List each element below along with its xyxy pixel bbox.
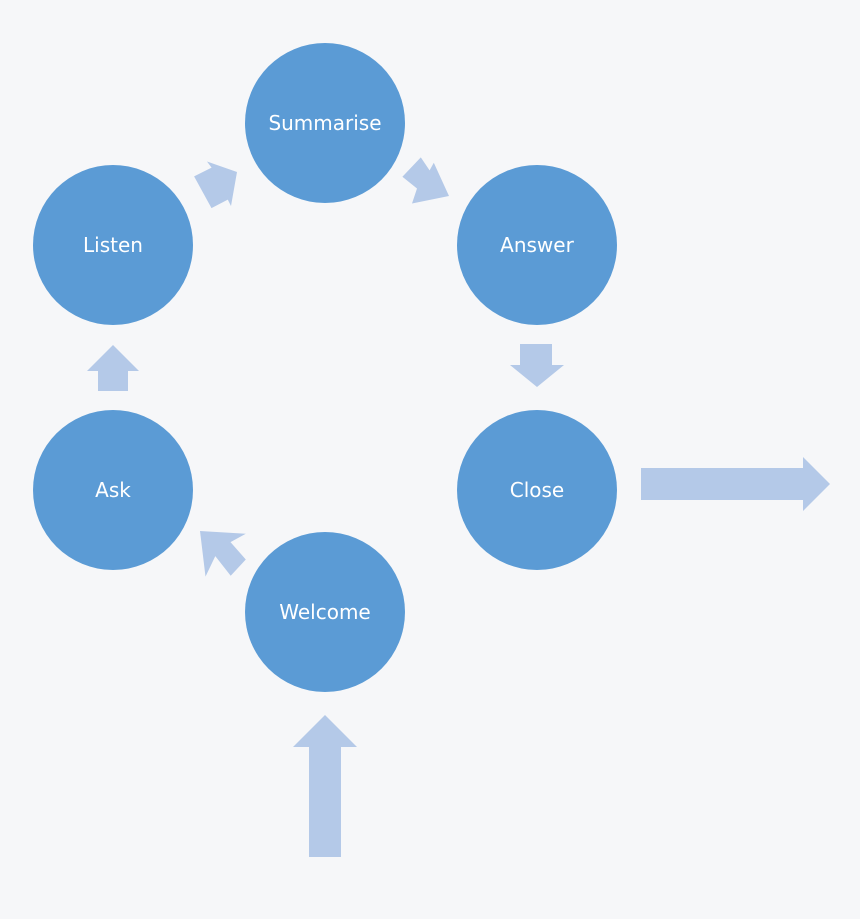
node-label-welcome: Welcome [279, 600, 371, 624]
node-listen: Listen [33, 165, 193, 325]
node-label-ask: Ask [95, 478, 131, 502]
arrow-entry-to-welcome [293, 715, 357, 857]
node-ask: Ask [33, 410, 193, 570]
node-label-answer: Answer [500, 233, 574, 257]
node-welcome: Welcome [245, 532, 405, 692]
node-label-listen: Listen [83, 233, 143, 257]
arrow-welcome-to-ask [200, 531, 246, 577]
node-answer: Answer [457, 165, 617, 325]
arrow-ask-to-listen [87, 345, 139, 391]
node-label-summarise: Summarise [268, 111, 382, 135]
arrow-listen-to-summarise [194, 161, 237, 209]
node-label-close: Close [509, 478, 565, 502]
arrow-close-to-exit [641, 457, 830, 511]
node-close: Close [457, 410, 617, 570]
node-summarise: Summarise [245, 43, 405, 203]
arrow-summarise-to-answer [402, 157, 449, 204]
arrow-answer-to-close [510, 344, 564, 387]
